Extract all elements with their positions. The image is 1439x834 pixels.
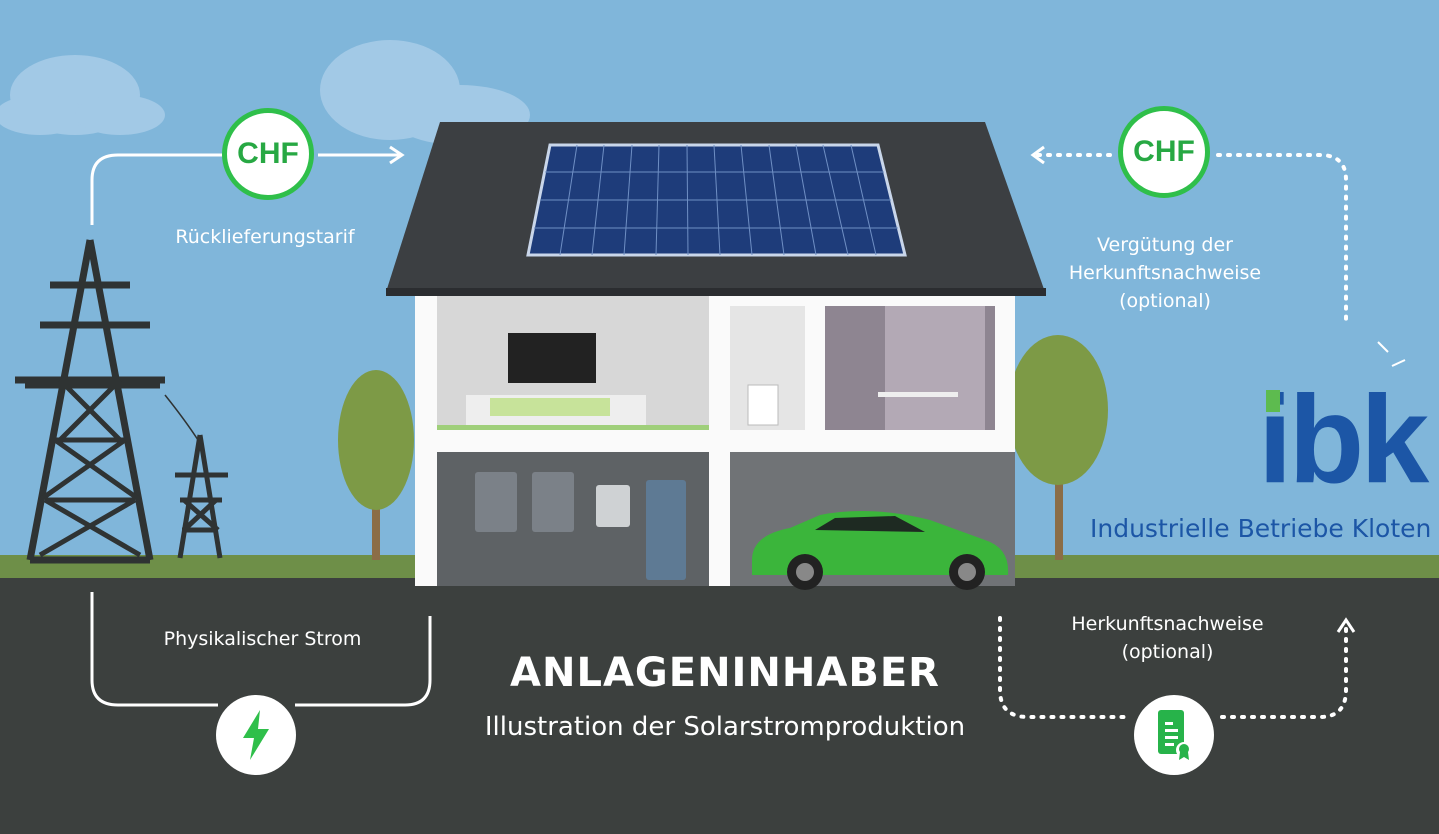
tree-right (1008, 335, 1108, 560)
ibk-logo-name: Industrielle Betriebe Kloten (1090, 514, 1432, 543)
electric-car (752, 511, 1009, 590)
label-line: (optional) (1119, 290, 1211, 312)
chf-coin-icon: CHF (1118, 106, 1210, 198)
certificate-icon (1134, 695, 1214, 775)
guarantees-of-origin-label: Herkunftsnachweise (optional) (1050, 610, 1285, 666)
physical-power-label: Physikalischer Strom (163, 628, 362, 650)
feed-in-tariff-label: Rücklieferungstarif (175, 226, 355, 248)
chf-coin-icon: CHF (222, 108, 314, 200)
label-line: Herkunftsnachweise (1071, 613, 1264, 635)
power-tower-small-icon (175, 434, 228, 559)
power-tower-large-icon (15, 239, 165, 564)
guarantee-payment-label: Vergütung der Herkunftsnachweise (option… (1060, 231, 1270, 315)
flow-arrows (90, 145, 1406, 719)
tree-left (338, 370, 414, 560)
label-line: Herkunftsnachweise (1068, 262, 1262, 284)
ibk-logo: ibk (1258, 371, 1429, 509)
tv (508, 333, 596, 383)
ibk-logo-accent (1266, 390, 1280, 412)
label-line: Vergütung der (1097, 234, 1233, 256)
page-title: ANLAGENINHABER (510, 650, 940, 696)
solar-panel (526, 143, 907, 257)
lightning-icon (216, 695, 296, 775)
label-line: (optional) (1121, 641, 1214, 663)
page-subtitle: Illustration der Solarstromproduktion (484, 712, 966, 742)
house (386, 122, 1046, 590)
